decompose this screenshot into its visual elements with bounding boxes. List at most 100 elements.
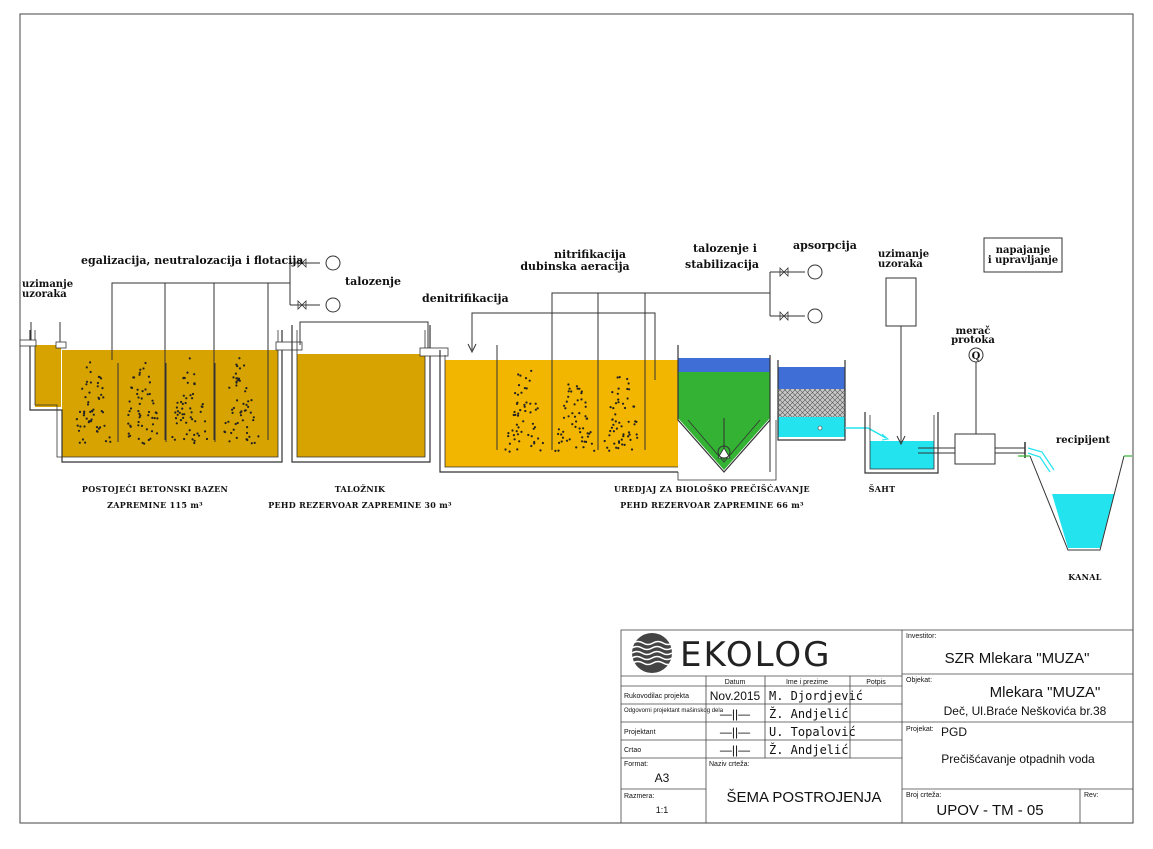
- basin-liquid: [62, 350, 278, 457]
- air-bubble: [129, 425, 132, 428]
- air-bubble: [532, 427, 535, 430]
- process-labels: uzimanje uzoraka egalizacija, neutraloza…: [22, 239, 1111, 446]
- air-bubble: [197, 434, 201, 437]
- air-bubble: [92, 408, 95, 411]
- air-bubble: [189, 407, 192, 410]
- air-bubble: [511, 429, 514, 432]
- caption-taloznik: TALOŽNIK: [335, 484, 386, 494]
- air-bubble: [127, 432, 130, 435]
- air-bubble: [520, 391, 523, 394]
- air-bubble: [586, 417, 589, 420]
- air-bubble: [620, 438, 623, 441]
- air-bubble: [151, 423, 155, 426]
- air-bubble: [244, 409, 247, 412]
- air-bubble: [576, 387, 579, 390]
- air-bubble: [100, 393, 103, 396]
- air-bubble: [228, 440, 231, 443]
- air-bubble: [199, 410, 202, 413]
- air-bubble: [90, 418, 93, 421]
- air-bubble: [615, 427, 619, 430]
- air-bubble: [615, 446, 618, 449]
- air-bubble: [137, 410, 140, 413]
- label-i-upravljanje: i upravljanje: [988, 255, 1058, 266]
- air-bubble: [579, 431, 582, 434]
- air-bubble: [517, 426, 520, 429]
- label-uzimanje-right: uzimanje: [878, 249, 929, 260]
- valve-icon: [779, 311, 789, 321]
- manhole-saht: Q: [864, 277, 1055, 474]
- label-uzimanje-left: uzimanje: [22, 279, 73, 290]
- air-bubble: [155, 412, 158, 415]
- air-bubble: [150, 430, 154, 433]
- air-bubble: [584, 405, 587, 408]
- air-bubble: [571, 423, 574, 426]
- air-bubble: [101, 387, 104, 390]
- air-bubble: [77, 429, 81, 432]
- air-bubble: [504, 448, 507, 451]
- air-bubble: [247, 400, 250, 403]
- filter-top-layer: [778, 367, 845, 389]
- caption-uredjaj: UREDJAJ ZA BIOLOŠKO PREČIŠĆAVANJE: [614, 484, 810, 494]
- air-bubble: [580, 440, 584, 443]
- air-bubble: [181, 407, 184, 410]
- air-bubble: [238, 357, 241, 360]
- air-bubble: [523, 387, 527, 390]
- label-uzoraka-right: uzoraka: [878, 259, 923, 270]
- air-bubble: [97, 427, 100, 430]
- air-bubble: [563, 404, 566, 407]
- air-bubble: [138, 371, 141, 374]
- air-bubble: [243, 364, 246, 367]
- air-bubble: [524, 377, 528, 380]
- name-row-3: U. Topalović: [769, 725, 856, 739]
- blower-icon: [807, 264, 823, 280]
- air-bubble: [178, 411, 181, 414]
- air-bubble: [554, 449, 557, 452]
- air-bubble: [584, 401, 587, 404]
- air-bubble: [188, 429, 191, 432]
- air-bubble: [147, 438, 150, 442]
- air-bubble: [175, 406, 178, 409]
- air-bubble: [183, 413, 186, 416]
- air-bubble: [524, 409, 527, 413]
- air-bubble: [98, 376, 101, 379]
- channel-kanal: [1018, 455, 1132, 551]
- air-bubble: [621, 443, 624, 446]
- air-bubble: [127, 413, 130, 417]
- air-bubble: [89, 361, 92, 364]
- air-bubble: [581, 436, 584, 439]
- air-bubble: [83, 412, 86, 415]
- label-talozenje-i: talozenje i: [693, 242, 757, 255]
- air-bubble: [235, 384, 238, 387]
- air-bubble: [231, 411, 234, 414]
- air-bubble: [149, 437, 152, 440]
- air-bubble: [78, 410, 82, 413]
- air-bubble: [148, 381, 151, 384]
- air-bubble: [137, 437, 140, 440]
- air-bubble: [78, 441, 81, 444]
- air-bubble: [89, 420, 93, 423]
- air-bubble: [614, 420, 617, 423]
- investitor-label: Investitor:: [906, 633, 936, 640]
- air-bubble: [582, 446, 585, 449]
- air-bubble: [575, 420, 578, 423]
- air-bubble: [103, 424, 106, 427]
- air-bubble: [140, 424, 144, 427]
- air-bubble: [627, 382, 630, 385]
- air-bubble: [627, 431, 631, 434]
- air-bubble: [182, 377, 185, 380]
- air-bubble: [136, 392, 139, 396]
- air-bubble: [83, 425, 86, 428]
- air-bubble: [236, 421, 239, 425]
- air-bubble: [245, 387, 248, 390]
- air-bubble: [517, 412, 520, 415]
- air-bubble: [618, 376, 621, 379]
- air-bubble: [617, 447, 620, 450]
- air-bubble: [608, 449, 611, 452]
- air-bubble: [139, 414, 142, 417]
- air-bubble: [176, 413, 179, 416]
- air-bubble: [578, 427, 581, 430]
- air-bubble: [130, 386, 133, 389]
- air-bubble: [567, 390, 570, 393]
- concrete-basin: [19, 282, 303, 463]
